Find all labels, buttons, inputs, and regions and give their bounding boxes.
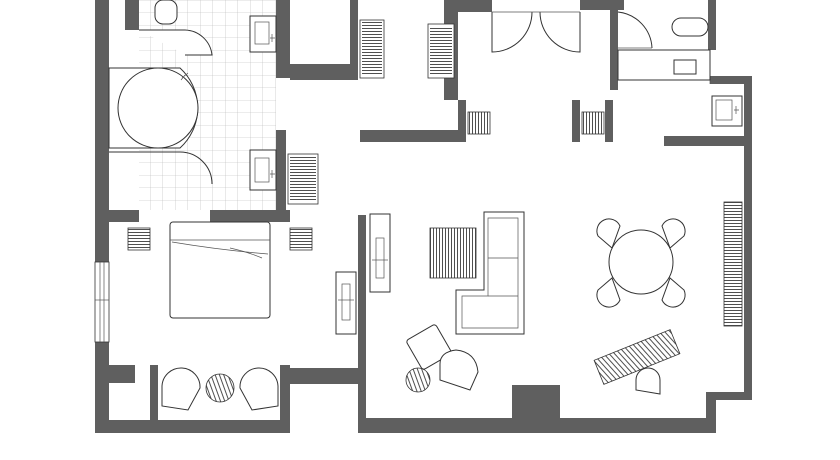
toilet-icon [671, 17, 709, 37]
wall-bay-right-post [280, 365, 290, 420]
side-table-living [405, 367, 431, 393]
chair [635, 367, 661, 395]
bed [169, 221, 271, 319]
window [94, 261, 110, 343]
wall-column [512, 385, 560, 418]
wall-entry-right [610, 10, 618, 90]
wall-right-exterior [744, 76, 752, 398]
wall-entry-top-right [580, 0, 624, 10]
wall-bath-bed-left [109, 210, 139, 222]
bench-table [593, 329, 681, 385]
sofa [455, 211, 525, 335]
lounge-chair-bed-left [161, 367, 201, 411]
closet-stub-right [581, 111, 605, 135]
chair [661, 277, 686, 308]
nightstand-right [289, 227, 313, 251]
closet-stub-left [467, 111, 491, 135]
living-room [335, 211, 525, 393]
round-table [608, 229, 674, 295]
wall-powder-bottom [664, 136, 744, 146]
powder-counter [673, 59, 697, 75]
wall-bath-right-top [276, 0, 290, 78]
wall-bath-right-bottom [276, 130, 286, 220]
powder-room [617, 11, 743, 127]
lounge-chair-bed-right [239, 367, 279, 411]
double-door [491, 11, 581, 53]
wall-bath-inner-top [125, 0, 139, 30]
lounge-ottoman [406, 324, 452, 370]
closets [359, 19, 605, 135]
wall-right-top [710, 76, 752, 84]
powder-sink [711, 95, 743, 127]
wall-bath-bed-right [210, 210, 290, 222]
tv-console-right [369, 213, 391, 293]
wall-bed-living [358, 215, 366, 430]
ottoman [429, 227, 477, 279]
wall-right-jog [706, 392, 716, 433]
side-table-bed [205, 373, 235, 403]
wall-closet-right [350, 0, 358, 80]
wall-entry-top-left [458, 0, 492, 12]
chair [596, 277, 621, 308]
wall-entry-stub-left [458, 100, 466, 142]
wall-bay-left-post [150, 365, 158, 420]
bedroom [127, 221, 313, 420]
chair [661, 218, 686, 249]
bathtub-basin [117, 67, 199, 149]
wall-entry-stub-right2 [605, 100, 613, 142]
wall-closet-top-bottom [290, 64, 358, 80]
wall-entry-stub-right [572, 100, 580, 142]
wall-bottom-living [358, 418, 716, 433]
tv-console-left [335, 271, 357, 335]
bathroom [108, 0, 277, 210]
wall-bay-right [286, 368, 358, 384]
toilet-icon [154, 0, 178, 25]
nightstand-left [127, 227, 151, 251]
wall-bay-left [95, 365, 135, 383]
wall-bottom-bedroom [95, 420, 290, 433]
wall-entry-bottom-left [360, 130, 460, 142]
dining-area [593, 201, 743, 395]
wall-right-bottom [706, 392, 752, 400]
lounge-chair-living [439, 349, 479, 391]
wall-powder-right [708, 0, 716, 50]
chair [596, 218, 621, 249]
credenza [723, 201, 743, 327]
